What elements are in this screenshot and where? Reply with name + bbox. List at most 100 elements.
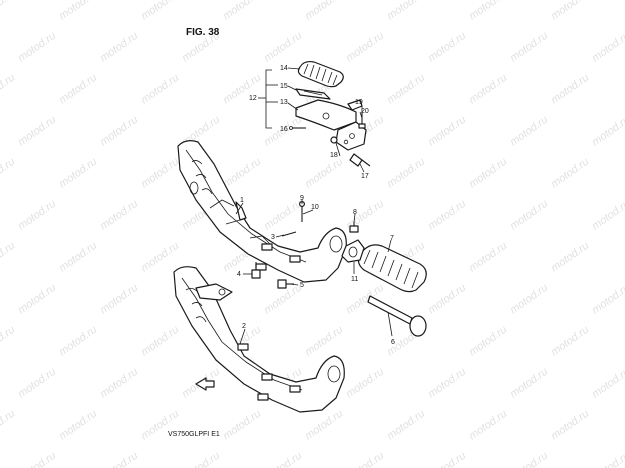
watermark-text: motod.ru [57, 0, 99, 22]
watermark-text: motod.ru [590, 450, 625, 468]
watermark-text: motod.ru [508, 30, 550, 65]
watermark-text: motod.ru [467, 72, 509, 107]
watermark-text: motod.ru [508, 198, 550, 233]
watermark-text: motod.ru [0, 72, 17, 107]
watermark-text: motod.ru [0, 324, 17, 359]
footrest-rubber [297, 60, 344, 88]
watermark-text: motod.ru [57, 72, 99, 107]
watermark-text: motod.ru [139, 72, 181, 107]
watermark-text: motod.ru [467, 240, 509, 275]
watermark-text: motod.ru [467, 156, 509, 191]
callout-16: 16 [280, 126, 288, 133]
pin-8 [349, 222, 359, 233]
watermark-text: motod.ru [16, 450, 58, 468]
watermark-text: motod.ru [98, 450, 140, 468]
watermark-text: motod.ru [344, 366, 386, 401]
watermark-text: motod.ru [549, 240, 591, 275]
model-code: VS750GLPFI E1 [168, 431, 220, 438]
watermark-text: motod.ru [16, 114, 58, 149]
watermark-text: motod.ru [590, 198, 625, 233]
front-arrow-icon [195, 377, 215, 391]
watermark-text: motod.ru [57, 324, 99, 359]
group-bracket-12 [265, 69, 272, 129]
watermark-text: motod.ru [385, 156, 427, 191]
callout-1: 1 [240, 197, 244, 204]
bolt-19-20 [358, 112, 366, 129]
watermark-text: motod.ru [139, 156, 181, 191]
watermark-text: motod.ru [57, 156, 99, 191]
callout-3: 3 [271, 234, 275, 241]
callout-4: 4 [237, 271, 241, 278]
washer-18 [330, 136, 338, 144]
watermark-text: motod.ru [98, 282, 140, 317]
callout-11: 11 [351, 276, 358, 283]
watermark-text: motod.ru [549, 72, 591, 107]
bolt-17 [349, 153, 371, 167]
bolt-9-10 [299, 201, 306, 222]
watermark-text: motod.ru [16, 198, 58, 233]
watermark-text: motod.ru [139, 0, 181, 22]
watermark-text: motod.ru [57, 240, 99, 275]
callout-7: 7 [390, 235, 394, 242]
callout-15: 15 [280, 83, 288, 90]
watermark-text: motod.ru [344, 282, 386, 317]
watermark-text: motod.ru [303, 324, 345, 359]
watermark-text: motod.ru [549, 324, 591, 359]
watermark-text: motod.ru [303, 156, 345, 191]
watermark-text: motod.ru [549, 408, 591, 443]
watermark-text: motod.ru [385, 408, 427, 443]
watermark-text: motod.ru [549, 156, 591, 191]
footrest-assembly-upper [258, 60, 371, 167]
watermark-text: motod.ru [549, 0, 591, 22]
watermark-text: motod.ru [221, 408, 263, 443]
watermark-text: motod.ru [262, 30, 304, 65]
watermark-text: motod.ru [590, 114, 625, 149]
watermark-text: motod.ru [0, 156, 17, 191]
watermark-text: motod.ru [16, 282, 58, 317]
watermark-text: motod.ru [385, 0, 427, 22]
leader-lines [235, 106, 393, 345]
washer-11 [341, 239, 365, 263]
watermark-text: motod.ru [590, 30, 625, 65]
watermark-text: motod.ru [467, 0, 509, 22]
watermark-text: motod.ru [98, 114, 140, 149]
watermark-text: motod.ru [262, 450, 304, 468]
watermark-text: motod.ru [16, 30, 58, 65]
callout-14: 14 [280, 65, 288, 72]
watermark-text: motod.ru [508, 366, 550, 401]
watermark-text: motod.ru [508, 282, 550, 317]
callout-8: 8 [353, 209, 357, 216]
watermark-text: motod.ru [344, 30, 386, 65]
clevis-pin-6 [367, 295, 427, 337]
callout-20: 20 [361, 108, 369, 115]
watermark-text: motod.ru [303, 0, 345, 22]
watermark-text: motod.ru [508, 114, 550, 149]
watermark-text: motod.ru [385, 72, 427, 107]
footrest-plate [295, 88, 331, 100]
footrest-frame-1 [177, 140, 347, 283]
watermark-text: motod.ru [467, 408, 509, 443]
watermark-text: motod.ru [262, 198, 304, 233]
watermark-text: motod.ru [98, 366, 140, 401]
watermark-text: motod.ru [57, 408, 99, 443]
watermark-text: motod.ru [98, 198, 140, 233]
watermark-text: motod.ru [16, 366, 58, 401]
watermark-text: motod.ru [426, 198, 468, 233]
watermark-text: motod.ru [98, 30, 140, 65]
callout-12: 12 [249, 95, 257, 102]
watermark-text: motod.ru [139, 324, 181, 359]
watermark-text: motod.ru [590, 282, 625, 317]
watermark-text: motod.ru [426, 30, 468, 65]
callout-18: 18 [330, 152, 338, 159]
watermark-text: motod.ru [344, 450, 386, 468]
watermark-text: motod.ru [426, 114, 468, 149]
watermark-text: motod.ru [426, 366, 468, 401]
watermark-text: motod.ru [426, 450, 468, 468]
footrest-rubber-7 [357, 244, 427, 293]
watermark-text: motod.ru [221, 156, 263, 191]
watermark-text: motod.ru [221, 0, 263, 22]
watermark-text: motod.ru [590, 366, 625, 401]
watermark-text: motod.ru [508, 450, 550, 468]
